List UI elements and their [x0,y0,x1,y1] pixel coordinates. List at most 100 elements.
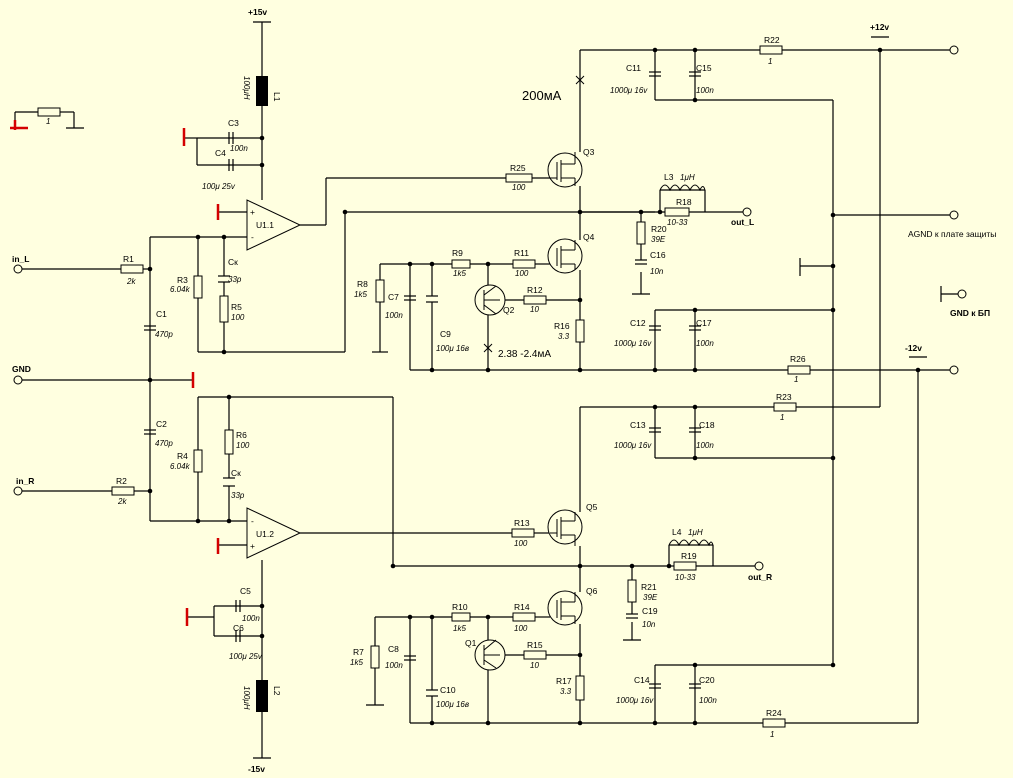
r18-name: R18 [676,197,692,207]
r9-name: R9 [452,248,463,258]
c18-name: C18 [699,420,715,430]
c11-name: C11 [626,63,641,73]
r4-value: 6.04k [170,462,191,471]
resistor-r22 [759,45,783,55]
r23-name: R23 [776,392,792,402]
resistor-r16 [575,319,585,343]
r12-name: R12 [527,285,543,295]
r11-value: 100 [515,269,529,278]
resistor-r13 [511,528,535,538]
r14-name: R14 [514,602,530,612]
c10-value: 100μ 16в [436,700,469,709]
r12-value: 10 [530,305,539,314]
port-in-r: in_R [16,476,34,486]
resistor-r21 [627,579,637,603]
r8-value: 1k5 [354,290,367,299]
r26-value: 1 [794,375,798,384]
r17-value: 3.3 [560,687,572,696]
c19-name: C19 [642,606,658,616]
resistor-r25 [505,173,533,183]
c7-value: 100n [385,311,403,320]
ck2-value: 33p [231,491,245,500]
l2-name: L2 [272,686,282,696]
c17-value: 100n [696,339,714,348]
r5-name: R5 [231,302,242,312]
note-current-q2: 2.38 -2.4мА [498,349,551,360]
r24-value: 1 [770,730,774,739]
l4-name: L4 [672,527,682,537]
ground-markers [10,120,220,626]
c6-value: 100μ 25v [229,652,263,661]
c1-name: C1 [156,309,167,319]
l3-value: 1μH [680,173,695,182]
ground-markers-black [66,127,942,706]
resistor-r20 [636,221,646,245]
ck2-name: Cк [231,468,241,478]
c15-value: 100n [696,86,714,95]
q6-name: Q6 [586,586,598,596]
r3-name: R3 [177,275,188,285]
r19-value: 10-33 [675,573,696,582]
resistor-r3 [193,275,203,299]
c12-name: C12 [630,318,646,328]
c17-name: C17 [696,318,712,328]
resistor-r1 [120,264,144,274]
c20-value: 100n [699,696,717,705]
c8-value: 100n [385,661,403,670]
q5-name: Q5 [586,502,598,512]
r2-value: 2k [117,497,127,506]
rail-12n-label: -12v [905,343,922,353]
c13-name: C13 [630,420,646,430]
r16-name: R16 [554,321,570,331]
legend-value: 1 [46,117,50,126]
resistor-r10 [451,612,471,622]
resistor-r24 [762,718,786,728]
opamp-u11-minus: - [251,232,254,242]
port-out-r: out_R [748,572,772,582]
r5-value: 100 [231,313,245,322]
resistor-r18 [664,207,690,217]
note-current-q3: 200мА [522,88,562,103]
r21-name: R21 [641,582,657,592]
c4-value: 100μ 25v [202,182,236,191]
l1-name: L1 [272,92,282,102]
c5-name: C5 [240,586,251,596]
c6-name: C6 [233,623,244,633]
c20-name: C20 [699,675,715,685]
c14-name: C14 [634,675,650,685]
port-out-l: out_L [731,217,754,227]
r2-name: R2 [116,476,127,486]
r22-value: 1 [768,57,772,66]
opamp-u12-plus: + [250,541,255,551]
ck1-value: 33p [228,275,242,284]
c14-value: 1000μ 16v [616,696,654,705]
resistor-legend [37,107,61,117]
r1-value: 2k [126,277,136,286]
c3-value: 100n [230,144,248,153]
r10-value: 1k5 [453,624,466,633]
resistor-r7 [370,645,380,669]
resistor-r17 [575,675,585,701]
port-gnd: GND [12,364,31,374]
opamp-u11-plus: + [250,207,255,217]
r16-value: 3.3 [558,332,570,341]
c9-value: 100μ 16в [436,344,469,353]
r18-value: 10-33 [667,218,688,227]
c16-value: 10n [650,267,664,276]
c13-value: 1000μ 16v [614,441,652,450]
r25-value: 100 [512,183,526,192]
port-agnd: AGND к плате защиты [908,229,996,239]
wires [14,22,958,758]
resistors [37,45,811,728]
resistor-r14 [512,612,536,622]
resistor-r26 [787,365,811,375]
choke-l1 [256,76,268,106]
r20-value: 39E [651,235,666,244]
rail-bars [253,21,927,759]
resistor-r2 [111,486,135,496]
resistor-r8 [375,279,385,303]
r17-name: R17 [556,676,572,686]
l2-value: 100μH [242,686,251,710]
measure-marks [483,75,585,353]
inductors [659,184,714,547]
